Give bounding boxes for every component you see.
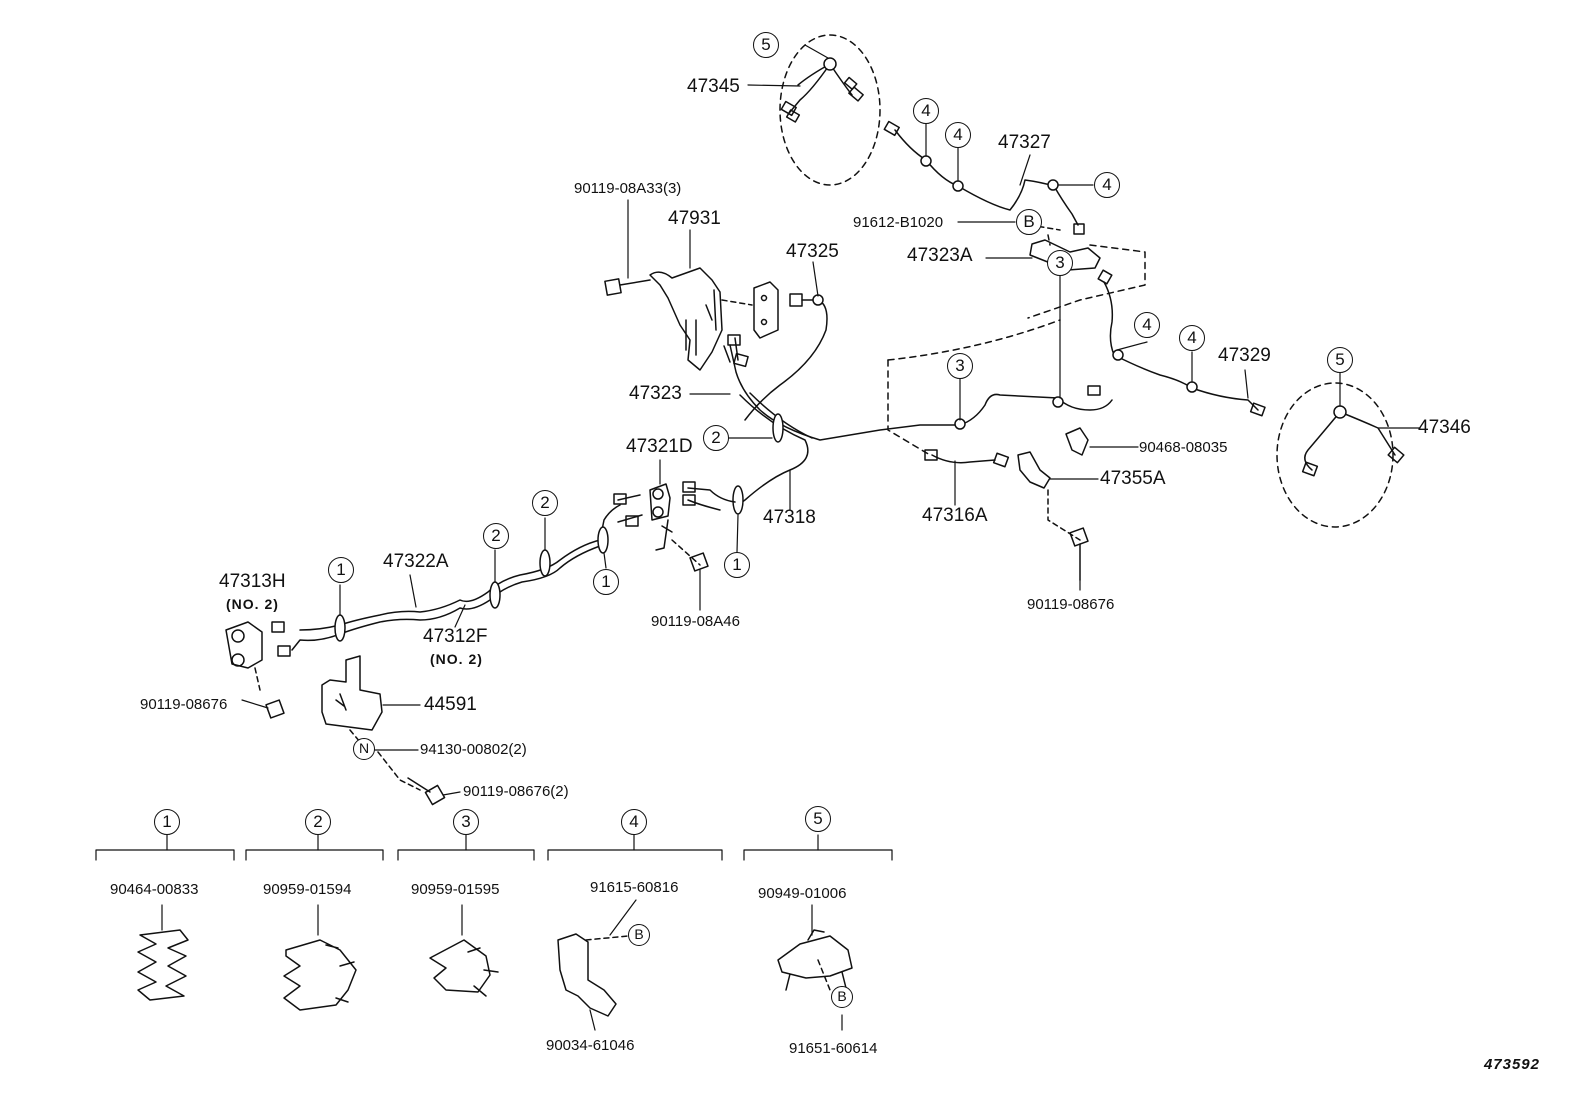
marker-4-d: 4 bbox=[1134, 312, 1160, 338]
marker-n: N bbox=[353, 738, 375, 760]
legend-part-90949-01006: 90949-01006 bbox=[758, 885, 847, 902]
label-47346: 47346 bbox=[1418, 417, 1471, 438]
legend-part-90034-61046: 90034-61046 bbox=[546, 1037, 635, 1054]
legend-clip-5-art bbox=[777, 929, 853, 991]
legend-clip-2-art bbox=[283, 939, 357, 1011]
legend-part-91651-60614: 91651-60614 bbox=[789, 1040, 878, 1057]
brake-line-47329 bbox=[1103, 281, 1259, 411]
bracket-44591 bbox=[321, 655, 383, 731]
label-90119-08a33: 90119-08A33(3) bbox=[574, 180, 682, 197]
marker-5-front: 5 bbox=[753, 32, 779, 58]
bracket-47323a bbox=[1029, 239, 1101, 271]
label-47312f-note: (NO. 2) bbox=[430, 651, 483, 667]
diagram-id: 473592 bbox=[1483, 1056, 1540, 1073]
label-47322a: 47322A bbox=[383, 551, 449, 572]
legend-key-4: 4 bbox=[621, 809, 647, 835]
legend-part-90464-00833: 90464-00833 bbox=[110, 881, 199, 898]
marker-3-a: 3 bbox=[947, 353, 973, 379]
legend-marker-b-5: B bbox=[831, 986, 853, 1008]
label-47931: 47931 bbox=[668, 208, 721, 229]
label-47312f: 47312F bbox=[423, 626, 488, 647]
label-47313h: 47313H bbox=[219, 571, 286, 592]
marker-2-c: 2 bbox=[483, 523, 509, 549]
clip-90468-08035 bbox=[1065, 427, 1089, 456]
flex-hose-front-left bbox=[789, 63, 853, 113]
legend-clip-3-art bbox=[429, 939, 499, 997]
label-47316a: 47316A bbox=[922, 505, 988, 526]
label-47318: 47318 bbox=[763, 507, 816, 528]
leader-lines bbox=[241, 44, 1421, 796]
block-junction bbox=[753, 281, 779, 339]
legend-part-90959-01595: 90959-01595 bbox=[411, 881, 500, 898]
label-47313h-note: (NO. 2) bbox=[226, 596, 279, 612]
legend-brackets bbox=[95, 834, 893, 1031]
label-47323a: 47323A bbox=[907, 245, 973, 266]
marker-4-a: 4 bbox=[913, 98, 939, 124]
legend-key-1: 1 bbox=[154, 809, 180, 835]
marker-4-c: 4 bbox=[1094, 172, 1120, 198]
legend-key-3: 3 bbox=[453, 809, 479, 835]
bolt-90119-08a33 bbox=[619, 279, 651, 286]
marker-4-b: 4 bbox=[945, 122, 971, 148]
label-44591: 44591 bbox=[424, 694, 477, 715]
legend-part-90959-01594: 90959-01594 bbox=[263, 881, 352, 898]
label-47329: 47329 bbox=[1218, 345, 1271, 366]
legend-key-2: 2 bbox=[305, 809, 331, 835]
label-47323: 47323 bbox=[629, 383, 682, 404]
label-91612-b1020: 91612-B1020 bbox=[853, 214, 944, 231]
legend-clip-1-art bbox=[137, 929, 189, 1001]
marker-3-b: 3 bbox=[1047, 250, 1073, 276]
legend-key-5: 5 bbox=[805, 806, 831, 832]
marker-2-a: 2 bbox=[703, 425, 729, 451]
label-90119-08676-right: 90119-08676 bbox=[1027, 596, 1115, 613]
label-90119-08676-left: 90119-08676 bbox=[140, 696, 228, 713]
hose-47316a bbox=[931, 454, 996, 464]
label-94130-00802: 94130-00802(2) bbox=[420, 741, 527, 758]
brake-line-47323 bbox=[729, 344, 1113, 441]
flex-hose-rear-right bbox=[1304, 411, 1396, 471]
marker-1-c: 1 bbox=[724, 552, 750, 578]
clip-47355a bbox=[1017, 451, 1051, 489]
marker-5-rear: 5 bbox=[1327, 347, 1353, 373]
marker-1-b: 1 bbox=[593, 569, 619, 595]
marker-4-e: 4 bbox=[1179, 325, 1205, 351]
block-47321d bbox=[649, 483, 671, 521]
label-90119-08a46: 90119-08A46 bbox=[651, 613, 740, 630]
label-47327: 47327 bbox=[998, 132, 1051, 153]
brake-line-47325 bbox=[744, 299, 828, 421]
label-47325: 47325 bbox=[786, 241, 839, 262]
brake-area-rear-right bbox=[1276, 382, 1394, 528]
label-47321d: 47321D bbox=[626, 436, 693, 457]
marker-2-b: 2 bbox=[532, 490, 558, 516]
label-90119-08676-2: 90119-08676(2) bbox=[463, 783, 569, 800]
brake-line-47322a bbox=[299, 504, 621, 631]
legend-clip-4-art bbox=[557, 933, 617, 1017]
marker-1-a: 1 bbox=[328, 557, 354, 583]
marker-b-top: B bbox=[1016, 209, 1042, 235]
block-47313h bbox=[225, 621, 263, 669]
legend-part-91615-60816: 91615-60816 bbox=[590, 879, 679, 896]
label-47345: 47345 bbox=[687, 76, 740, 97]
label-90468-08035: 90468-08035 bbox=[1139, 439, 1228, 456]
legend-marker-b-4: B bbox=[628, 924, 650, 946]
label-47355a: 47355A bbox=[1100, 468, 1166, 489]
brake-area-front-left bbox=[779, 34, 881, 186]
brake-line-main-bundle bbox=[737, 392, 813, 506]
